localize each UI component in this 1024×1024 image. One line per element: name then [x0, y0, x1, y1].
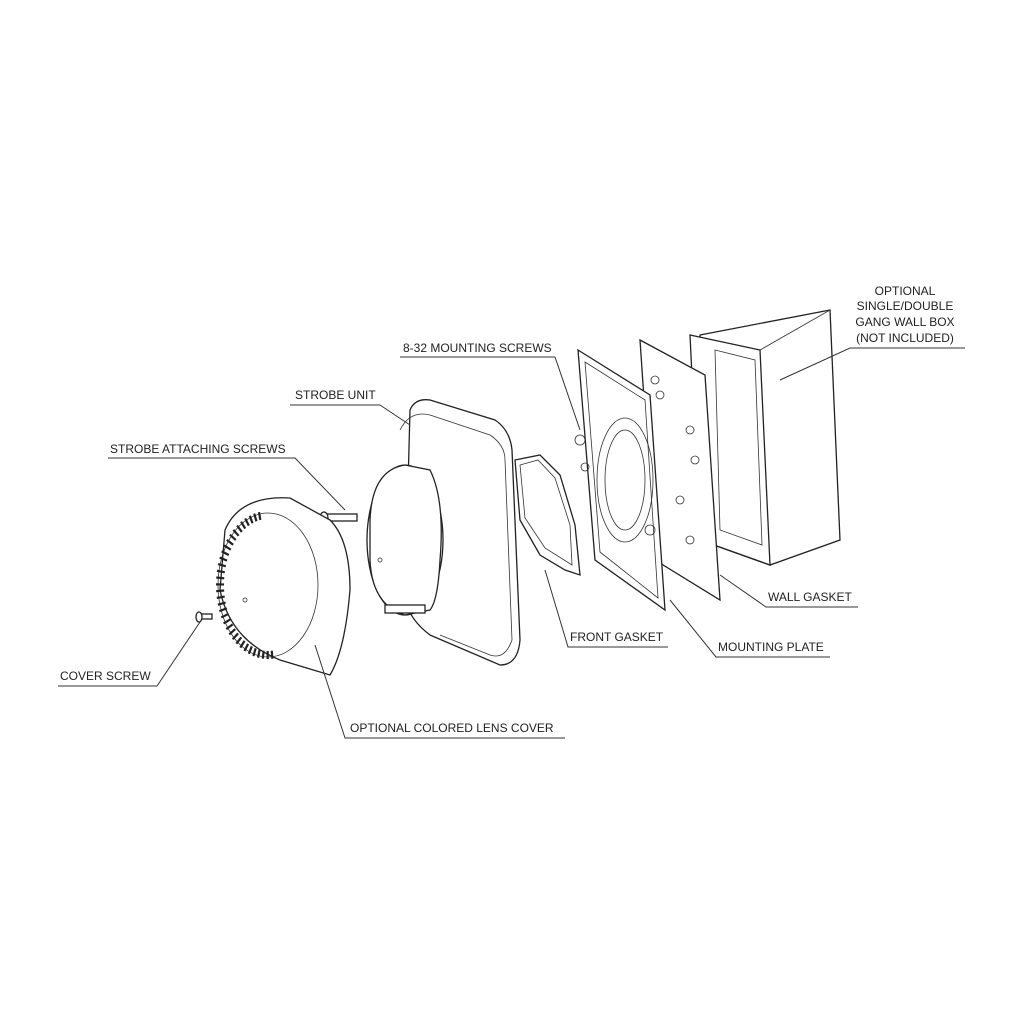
lens-rib	[235, 636, 243, 645]
lens-rib	[222, 618, 231, 625]
lens-rib	[223, 544, 232, 551]
lens-rib	[256, 649, 261, 658]
lens-rib	[217, 563, 227, 568]
label-wall-box-3: GANG WALL BOX	[855, 315, 954, 329]
label-lens-cover: OPTIONAL COLORED LENS COVER	[350, 721, 554, 735]
lens-rib	[270, 650, 274, 659]
lens-rib	[221, 550, 230, 557]
lens-rib	[239, 640, 246, 649]
leader-lines	[58, 347, 965, 739]
lens-rib	[231, 632, 239, 641]
lens-cover-ribs	[215, 511, 274, 660]
lens-rib	[261, 650, 265, 659]
lens-rib	[216, 589, 225, 593]
lens-rib	[253, 513, 258, 522]
lens-rib	[220, 612, 229, 619]
lens-rib	[229, 533, 237, 541]
label-mounting-screws: 8-32 MOUNTING SCREWS	[403, 341, 552, 355]
label-wall-gasket: WALL GASKET	[768, 590, 852, 604]
lens-rib	[226, 538, 234, 546]
lens-rib	[247, 645, 253, 655]
lens-rib	[225, 623, 234, 631]
label-wall-box-2: SINGLE/DOUBLE	[857, 299, 954, 313]
lens-rib	[219, 556, 228, 562]
lens-rib	[216, 595, 225, 600]
lens-rib	[252, 648, 257, 657]
mounting-plate	[574, 348, 666, 612]
lens-rib	[228, 628, 236, 636]
lens-rib	[216, 569, 226, 574]
label-strobe-unit: STROBE UNIT	[295, 388, 376, 402]
lens-rib	[236, 524, 243, 533]
lens-rib	[232, 529, 240, 537]
lens-rib	[240, 521, 247, 530]
label-wall-box-4: (NOT INCLUDED)	[856, 331, 954, 345]
label-front-gasket: FRONT GASKET	[570, 630, 664, 644]
cover-screw	[195, 611, 213, 623]
lens-rib	[218, 607, 228, 613]
lens-rib	[257, 511, 262, 521]
label-cover-screw: COVER SCREW	[60, 669, 151, 683]
lens-rib	[216, 576, 225, 580]
lens-rib	[217, 601, 226, 606]
label-strobe-attaching-screws: STROBE ATTACHING SCREWS	[110, 442, 286, 456]
label-wall-box-1: OPTIONAL	[875, 284, 936, 298]
lens-rib	[243, 643, 250, 652]
lens-cover	[215, 497, 351, 676]
label-mounting-plate: MOUNTING PLATE	[718, 640, 824, 654]
strobe-unit	[366, 399, 521, 666]
front-gasket	[514, 454, 581, 576]
lens-rib	[244, 517, 250, 527]
lens-rib	[248, 515, 254, 524]
